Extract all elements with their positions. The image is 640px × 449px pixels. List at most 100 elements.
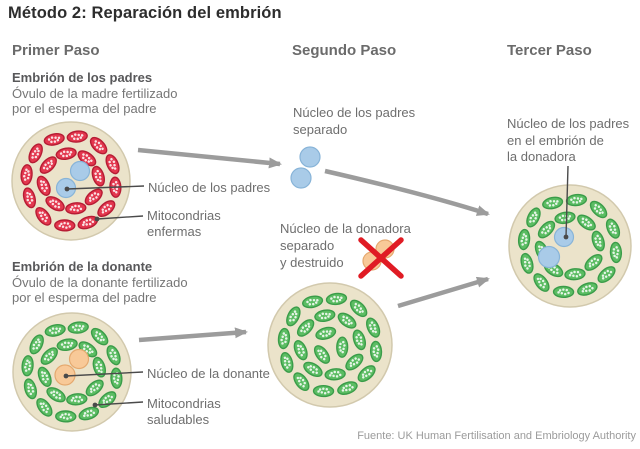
mitochondrion: [296, 319, 315, 337]
mitochondrion: [90, 327, 109, 346]
mitochondrion: [67, 321, 89, 334]
mitochondrion: [66, 130, 88, 143]
mitochondrion: [85, 379, 104, 397]
mitochondrion: [277, 327, 291, 350]
mitochondrion: [37, 366, 52, 387]
mitochondrion: [337, 312, 357, 329]
step1-heading: Primer Paso: [12, 42, 100, 59]
destroyed-donor-nucleus: [358, 237, 404, 279]
mitochondrion: [313, 345, 331, 364]
mitochondrion: [584, 254, 603, 271]
mitochondrion: [106, 345, 121, 366]
mitochondrion: [369, 340, 383, 363]
mitochondrion: [77, 215, 99, 230]
mitochondrion: [105, 154, 120, 175]
mitochondrion: [28, 143, 43, 164]
mitochondrion: [605, 218, 621, 239]
mitochondrion: [520, 252, 534, 274]
mitochondrion: [36, 175, 51, 196]
mitochondrion: [78, 406, 100, 421]
arrow-nucleus-to-step3-icon: [324, 168, 490, 217]
mitochondrion: [84, 188, 103, 206]
mitochondrion: [20, 164, 33, 186]
mitochondrion: [315, 326, 337, 340]
mitochondrion: [552, 285, 575, 299]
mitochondrion: [280, 351, 294, 373]
mitochondrion: [345, 353, 364, 371]
donor-nucleus: [68, 348, 90, 370]
mitochondrion: [565, 193, 588, 207]
sick-mitochondria-label: Mitocondrias enfermas: [147, 208, 221, 239]
mitochondrion: [91, 165, 106, 187]
mitochondrion: [352, 329, 367, 351]
parents-nucleus: [69, 160, 91, 182]
mitochondrion: [517, 228, 531, 251]
mitochondrion: [46, 387, 66, 403]
mitochondrion: [591, 230, 605, 252]
parents-nucleus: [537, 245, 561, 269]
source-attribution: Fuente: UK Human Fertilisation and Embri…: [357, 430, 636, 442]
mitochondrion: [302, 295, 324, 309]
step3-heading: Tercer Paso: [507, 42, 592, 59]
mitochondrion: [65, 202, 87, 215]
arrow-cell-to-step3-icon: [397, 276, 490, 309]
mitochondrion: [589, 200, 608, 219]
mitochondrion: [597, 266, 616, 283]
mitochondrion: [66, 393, 88, 406]
mitochondrion: [336, 336, 349, 358]
mitochondrion: [29, 334, 44, 355]
repaired-embryo-label: Núcleo de los padres en el embrión de la…: [507, 116, 630, 164]
mitochondrion: [312, 384, 335, 398]
mitochondrion: [542, 196, 564, 210]
mitochondrion: [44, 324, 66, 337]
mitochondrion: [324, 368, 346, 381]
arrow-donor-to-step2-icon: [138, 327, 248, 343]
mitochondrion: [337, 381, 358, 395]
mitochondrion: [286, 306, 301, 327]
mitochondrion: [357, 365, 376, 383]
mitochondrion: [55, 147, 77, 160]
mitochondrion: [366, 317, 381, 338]
separated-parents-nucleus: [290, 146, 321, 189]
mitochondrion: [36, 398, 53, 417]
arrow-parents-to-step2-icon: [137, 147, 282, 169]
parents-embryo-subtitle-line2: por el esperma del padre: [12, 101, 157, 116]
donor-nucleus-label: Núcleo de la donante: [147, 366, 270, 381]
mitochondrion: [21, 355, 34, 377]
mitochondrion: [314, 309, 336, 322]
mitochondrion: [43, 133, 65, 146]
mitochondrion: [349, 299, 368, 318]
parents-embryo-subtitle-line1: Óvulo de la madre fertilizado: [12, 86, 178, 101]
mitochondrion: [293, 340, 308, 361]
healthy-mitochondria-label: Mitocondrias saludables: [147, 396, 221, 427]
leader-parents-nucleus: [64, 185, 145, 192]
mitochondrion: [89, 136, 108, 155]
mitochondrion: [564, 268, 586, 281]
mitochondrion: [110, 367, 123, 389]
mitochondrion: [45, 196, 65, 212]
mitochondrion: [40, 347, 58, 365]
page-title: Método 2: Reparación del embrión: [8, 4, 282, 22]
parents-embryo-cell: [11, 121, 131, 241]
mitochondrion: [23, 378, 38, 400]
mitochondrion: [35, 207, 52, 226]
mitochondrion: [97, 200, 116, 218]
step2-heading: Segundo Paso: [292, 42, 397, 59]
x-icon: [358, 237, 404, 279]
mitochondrion: [39, 156, 57, 174]
donor-embryo-subtitle-line1: Óvulo de la donante fertilizado: [12, 275, 188, 290]
mitochondrion: [92, 356, 107, 378]
separated-parents-nucleus-label: Núcleo de los padres separado: [293, 105, 416, 137]
mitochondrion: [526, 207, 541, 228]
mitochondrion: [22, 187, 37, 209]
donor-embryo-heading: Embrión de la donante: [12, 259, 153, 274]
destroyed-donor-nucleus-label: Núcleo de la donadora separado y destrui…: [280, 221, 411, 270]
mitochondrion: [77, 150, 97, 167]
mitochondrion: [54, 219, 76, 232]
leader-repaired-nucleus: [563, 165, 569, 240]
mitochondrion: [303, 361, 323, 378]
leader-healthy-mitochondria: [92, 401, 144, 408]
parents-embryo-heading: Embrión de los padres: [12, 70, 153, 85]
